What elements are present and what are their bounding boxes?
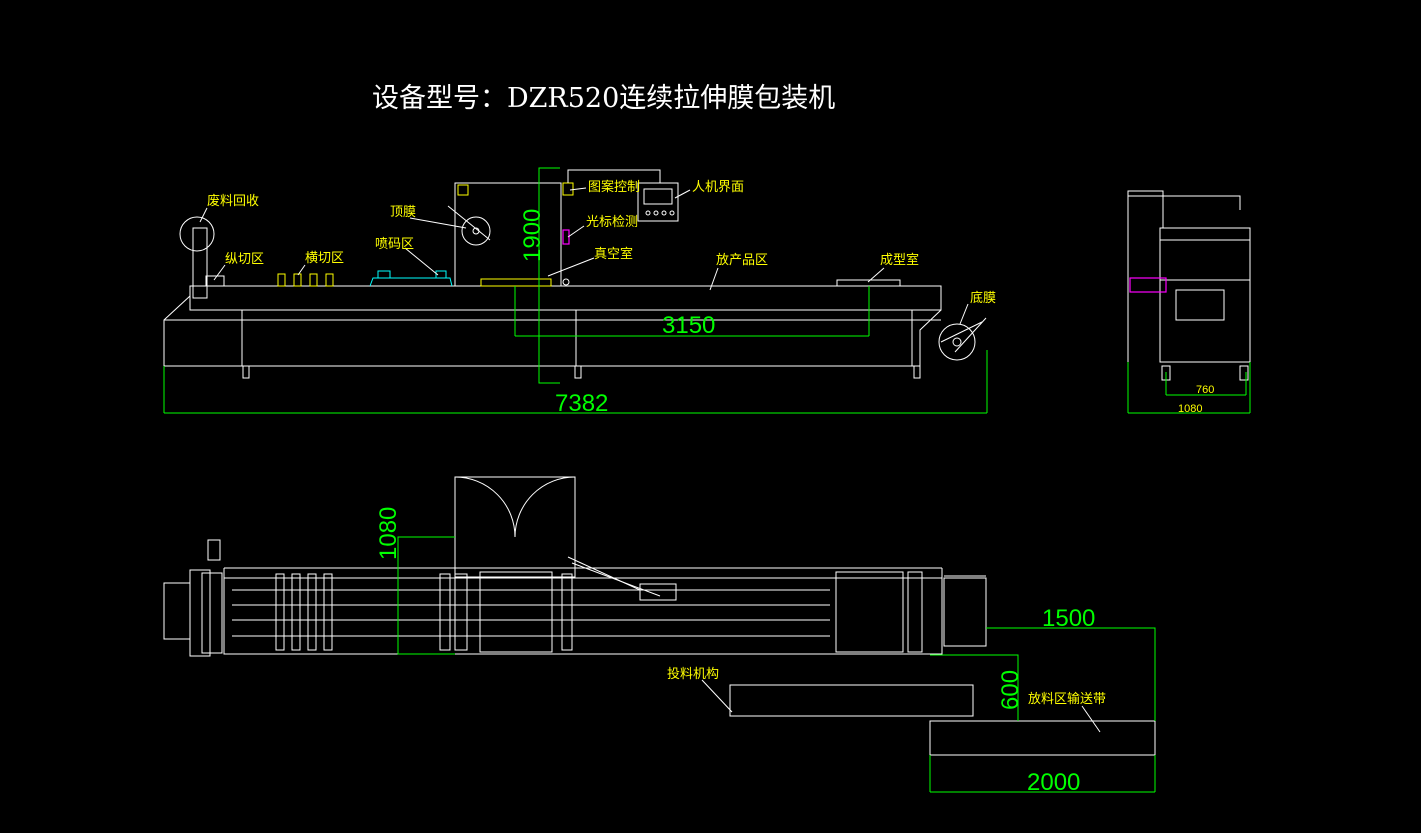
hmi-arm (567, 169, 661, 183)
dim-side-outer: 1080 (1178, 403, 1202, 415)
top-vacuum-box (479, 571, 553, 653)
top-dimension-lines (397, 536, 1156, 793)
top-film-area (454, 476, 576, 578)
top-cutters (275, 573, 333, 651)
front-leaders (199, 187, 969, 325)
drawing-title: 设备型号：DZR520连续拉伸膜包装机 (372, 83, 835, 114)
dim-side-inner: 760 (1196, 384, 1214, 396)
top-frame (223, 577, 943, 655)
label-pattern-control: 图案控制 (588, 180, 640, 195)
label-cursor-detect: 光标检测 (586, 215, 638, 230)
label-vacuum-chamber: 真空室 (594, 246, 633, 262)
dim-conveyor-w: 600 (997, 670, 1024, 710)
label-feeding-mechanism: 投料机构 (667, 666, 719, 682)
hmi-screen (637, 182, 679, 222)
waste-roll (179, 216, 215, 252)
front-dimension-lines (163, 167, 988, 414)
discharge-conveyor (929, 720, 1156, 756)
dim-conveyor-len: 1500 (1042, 605, 1095, 632)
printing-unit (369, 277, 453, 287)
cursor-sensor (562, 229, 570, 245)
label-product-area: 放产品区 (716, 253, 768, 268)
label-printing: 喷码区 (375, 237, 414, 252)
label-longitudinal-cut: 纵切区 (225, 252, 264, 267)
track-lines (232, 589, 830, 637)
label-hmi: 人机界面 (692, 180, 744, 195)
vacuum-chamber (480, 278, 552, 287)
waste-box (205, 275, 225, 287)
machine-bed-top (189, 285, 942, 311)
transverse-cutters (277, 273, 334, 287)
dim-middle: 3150 (662, 312, 715, 339)
dim-length: 7382 (555, 390, 608, 417)
side-view: 760 1080 (1127, 190, 1251, 415)
machine-body-outline (163, 295, 942, 367)
label-waste-recovery: 废料回收 (207, 193, 259, 209)
label-discharge-conveyor: 放料区输送带 (1028, 691, 1106, 707)
bottom-film-roll (938, 323, 976, 361)
side-sensor (1129, 277, 1167, 293)
machine-feet (242, 365, 921, 379)
top-view: 1080 1500 600 2000 投料机构 放料区输送带 (163, 476, 1156, 796)
label-transverse-cut: 横切区 (305, 251, 344, 266)
waste-post (192, 227, 208, 299)
dim-top-width: 1080 (375, 507, 402, 560)
dim-height: 1900 (519, 209, 546, 262)
dim-conveyor2-len: 2000 (1027, 769, 1080, 796)
top-film-roll (461, 216, 491, 246)
feeding-mechanism (729, 684, 974, 717)
side-body (1159, 227, 1251, 363)
label-top-film: 顶膜 (390, 205, 416, 220)
label-forming-chamber: 成型室 (880, 252, 919, 268)
front-view: 7382 3150 1900 废料回收 纵切区 横切区 顶膜 喷码区 图案控制 … (163, 167, 996, 417)
label-bottom-film: 底膜 (970, 290, 996, 306)
top-forming-box (835, 571, 904, 653)
